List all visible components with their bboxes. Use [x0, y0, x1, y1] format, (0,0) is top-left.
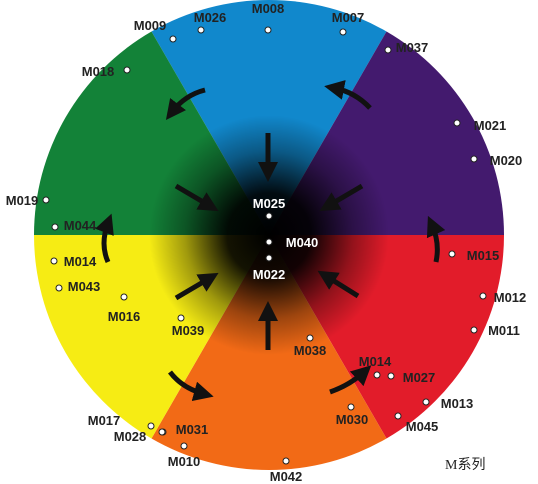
label-m038: M038 — [294, 343, 327, 358]
label-m013: M013 — [441, 396, 474, 411]
label-m017: M017 — [88, 413, 121, 428]
label-m039: M039 — [172, 323, 205, 338]
marker-dot-m025 — [265, 212, 273, 220]
label-m015: M015 — [467, 248, 500, 263]
marker-dot-m018 — [123, 66, 131, 74]
label-m008: M008 — [252, 1, 285, 16]
series-title: M系列 — [445, 458, 486, 473]
marker-dot-m013 — [422, 398, 430, 406]
label-m011: M011 — [488, 323, 520, 338]
label-m009: M009 — [134, 18, 167, 33]
label-m016: M016 — [108, 309, 141, 324]
marker-dot-m044 — [51, 223, 59, 231]
label-m012: M012 — [494, 290, 527, 305]
marker-dot-m010 — [180, 442, 188, 450]
arrow-from-yellow — [174, 272, 219, 301]
label-m042: M042 — [270, 469, 303, 484]
curved-arrow-bot-right — [329, 365, 372, 395]
inward-arrows — [174, 133, 364, 350]
label-m019: M019 — [6, 193, 39, 208]
arrow-from-red — [317, 270, 360, 299]
label-m037: M037 — [396, 40, 429, 55]
curved-arrow-bot-left — [168, 370, 214, 402]
arrow-from-purple — [319, 183, 364, 212]
label-m010: M010 — [168, 454, 201, 469]
label-m014b: M014 — [359, 354, 392, 369]
label-m044: M044 — [64, 218, 97, 233]
marker-dot-m038 — [306, 334, 314, 342]
marker-dot-m021 — [453, 119, 461, 127]
curved-arrows — [95, 80, 446, 402]
label-m027: M027 — [403, 370, 436, 385]
marker-dot-m042 — [282, 457, 290, 465]
label-m020: M020 — [490, 153, 523, 168]
marker-dot-m026 — [197, 26, 205, 34]
marker-dot-m012 — [479, 292, 487, 300]
label-m014a: M014 — [64, 254, 97, 269]
curved-arrow-left — [95, 213, 114, 264]
marker-dot-m011 — [470, 326, 478, 334]
label-m045: M045 — [406, 419, 439, 434]
arrow-from-green — [174, 183, 219, 212]
curved-arrow-top-right — [324, 80, 372, 110]
marker-dot-m015 — [448, 250, 456, 258]
curved-arrow-top-left — [165, 87, 206, 120]
label-m025: M025 — [253, 196, 286, 211]
marker-dot-m027 — [387, 372, 395, 380]
marker-dot-m030 — [347, 403, 355, 411]
marker-dots — [42, 26, 487, 465]
curved-arrow-right — [426, 215, 446, 263]
marker-dot-m031 — [158, 428, 166, 436]
label-m022: M022 — [253, 267, 286, 282]
label-m021: M021 — [474, 118, 507, 133]
marker-dot-m022 — [265, 254, 273, 262]
label-m026: M026 — [194, 10, 227, 25]
marker-dot-m020 — [470, 155, 478, 163]
label-m043: M043 — [68, 279, 101, 294]
marker-dot-m007 — [339, 28, 347, 36]
center-dark-gradient — [144, 110, 394, 360]
label-m031: M031 — [176, 422, 209, 437]
marker-dot-m014a — [50, 257, 58, 265]
label-m018: M018 — [82, 64, 115, 79]
marker-dot-m014b — [373, 371, 381, 379]
marker-dot-m039 — [177, 314, 185, 322]
marker-dot-m045 — [394, 412, 402, 420]
marker-dot-m043 — [55, 284, 63, 292]
marker-dot-m017 — [147, 422, 155, 430]
label-m030: M030 — [336, 412, 369, 427]
label-m040: M040 — [286, 235, 319, 250]
marker-dot-m009 — [169, 35, 177, 43]
marker-dot-m040 — [265, 238, 273, 246]
label-m028: M028 — [114, 429, 147, 444]
marker-dot-m037 — [384, 46, 392, 54]
marker-dot-m019 — [42, 196, 50, 204]
marker-dot-m008 — [264, 26, 272, 34]
marker-dot-m016 — [120, 293, 128, 301]
label-m007: M007 — [332, 10, 365, 25]
